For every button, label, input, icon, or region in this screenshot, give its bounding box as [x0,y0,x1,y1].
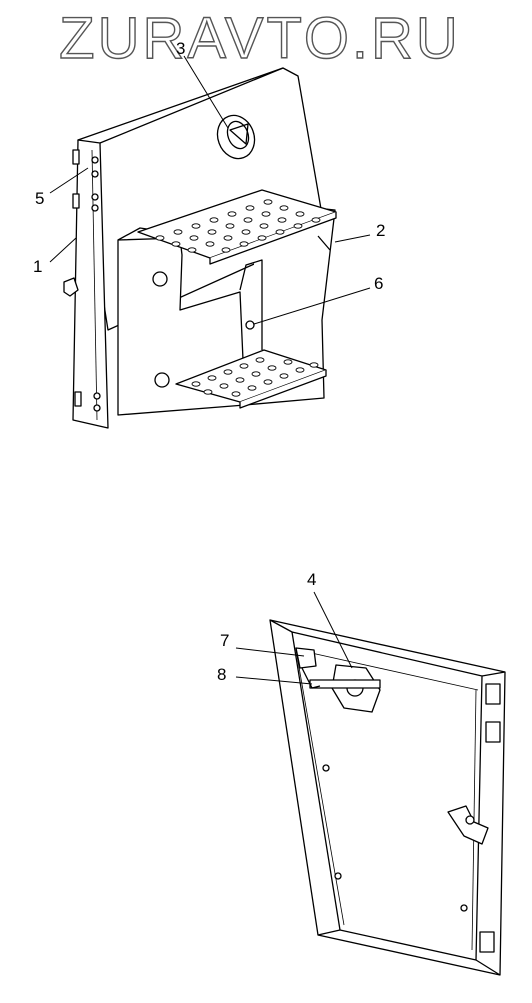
callout-5: 5 [35,189,45,208]
side-catch [447,805,489,845]
watermark-text: ZURAVTO.RU [59,6,461,66]
side-latch [63,277,79,297]
inner-hinge-middle [485,721,501,743]
callout-6: 6 [374,274,384,293]
callout-1: 1 [33,257,43,276]
callout-4: 4 [307,570,317,589]
lower-tread-holes [191,357,319,397]
inner-hinge-upper [485,683,501,705]
watermark-logo: ZURAVTO.RU [58,6,461,66]
hinge-upper [72,149,80,165]
catch-bracket [295,647,317,669]
callout-2: 2 [376,221,386,240]
callout-7: 7 [220,631,230,650]
door-side-frame [72,139,109,429]
hinge-lower [74,391,82,407]
callout-8: 8 [217,665,227,684]
step-fastener [245,320,255,330]
inner-hinge-lower [479,931,495,953]
hinge-middle [72,193,80,209]
upper-tread-holes [155,199,321,253]
callout-3: 3 [176,39,186,58]
